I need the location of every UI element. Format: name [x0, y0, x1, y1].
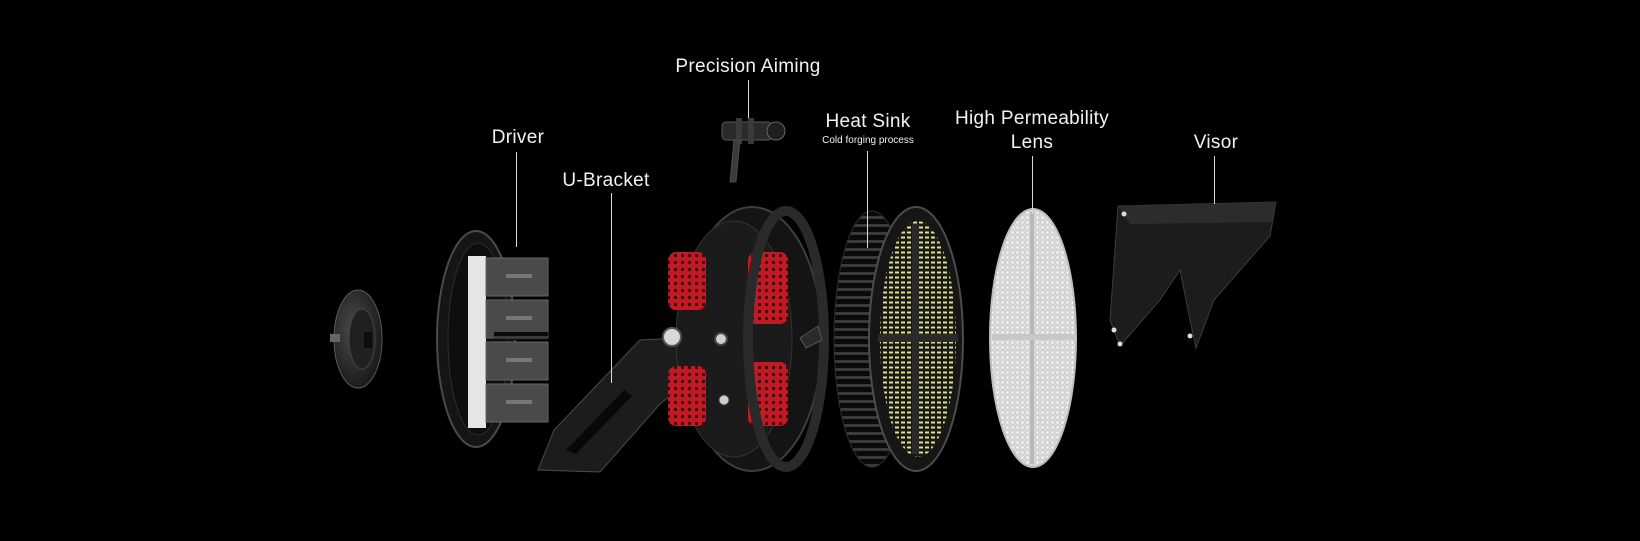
label-precision-aiming: Precision Aiming	[675, 56, 821, 77]
label-driver: Driver	[491, 127, 545, 148]
back-cap	[330, 289, 383, 389]
heat-sink	[833, 206, 964, 472]
label-heat-sink: Heat Sink	[825, 111, 911, 132]
driver-assembly	[436, 230, 549, 448]
u-bracket-housing	[537, 206, 829, 473]
label-lens-line1: High Permeability	[955, 108, 1109, 129]
label-u-bracket: U-Bracket	[562, 170, 650, 191]
leader-u-bracket	[611, 193, 612, 383]
label-visor: Visor	[1193, 132, 1239, 153]
leader-heat-sink	[867, 151, 868, 248]
visor	[1109, 201, 1277, 350]
leader-visor	[1214, 156, 1215, 204]
label-heat-sink-sub: Cold forging process	[822, 135, 914, 146]
leader-precision-aiming	[748, 80, 749, 118]
leader-lens	[1032, 156, 1033, 214]
leader-driver	[516, 152, 517, 247]
label-lens-line2: Lens	[1010, 132, 1054, 153]
precision-aiming-device	[721, 118, 786, 183]
lens	[989, 208, 1077, 468]
